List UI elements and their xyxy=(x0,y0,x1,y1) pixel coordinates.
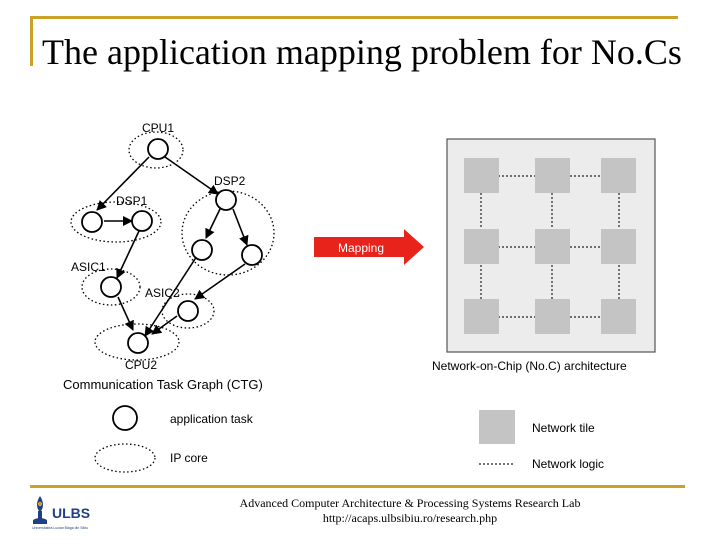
ulbs-logo: ULBS Universitatea Lucian Blaga din Sibi… xyxy=(32,496,90,530)
label-dsp1: DSP1 xyxy=(116,194,148,208)
ctg-ip-cores xyxy=(70,131,275,361)
legend-task-label: application task xyxy=(170,412,254,426)
ip-core-dsp1 xyxy=(70,201,162,243)
label-cpu1: CPU1 xyxy=(142,121,174,135)
task-asic1 xyxy=(100,276,122,298)
task-asic2 xyxy=(177,300,199,322)
label-asic2: ASIC2 xyxy=(145,286,180,300)
task-dsp1-b xyxy=(131,210,153,232)
footer-lab-name: Advanced Computer Architecture & Process… xyxy=(239,496,581,510)
noc-tile xyxy=(464,299,499,334)
label-asic1: ASIC1 xyxy=(71,260,106,274)
ip-core-cpu1 xyxy=(128,131,184,169)
edge-cpu1-dsp2 xyxy=(164,156,219,195)
noc-tile xyxy=(535,158,570,193)
mapping-arrow: Mapping xyxy=(314,229,424,265)
legend-task-symbol xyxy=(112,405,138,431)
noc-architecture: Network-on-Chip (No.C) architecture xyxy=(432,138,656,373)
label-dsp2: DSP2 xyxy=(214,174,246,188)
ip-core-cpu2 xyxy=(94,323,180,361)
legend: application task IP core Network tile Ne… xyxy=(94,405,604,473)
task-cpu2 xyxy=(127,332,149,354)
ctg-edges xyxy=(96,156,249,337)
mapping-label: Mapping xyxy=(338,241,384,255)
task-dsp2-a xyxy=(191,239,213,261)
label-cpu2: CPU2 xyxy=(125,358,157,372)
edge-dsp1b-asic1 xyxy=(116,230,140,279)
ctg-caption: Communication Task Graph (CTG) xyxy=(63,377,263,392)
noc-tile xyxy=(601,299,636,334)
footer: Advanced Computer Architecture & Process… xyxy=(150,496,670,526)
noc-tile xyxy=(601,229,636,264)
edge-dsp2-tB xyxy=(232,208,249,246)
ip-core-asic1 xyxy=(81,268,141,306)
edge-tB-asic2 xyxy=(194,263,246,300)
noc-caption: Network-on-Chip (No.C) architecture xyxy=(432,359,627,373)
noc-tiles xyxy=(464,158,636,334)
task-dsp1-a xyxy=(81,211,103,233)
noc-tile xyxy=(464,229,499,264)
ctg-tasks xyxy=(81,138,263,354)
legend-tile-label: Network tile xyxy=(532,421,595,435)
footer-url[interactable]: http://acaps.ulbsibiu.ro/research.php xyxy=(322,511,498,525)
legend-tile-symbol xyxy=(479,410,515,444)
edge-asic2-cpu2 xyxy=(151,315,178,335)
legend-ip-core-symbol xyxy=(94,443,156,473)
ulbs-logo-subtext: Universitatea Lucian Blaga din Sibiu xyxy=(32,526,88,530)
noc-tile xyxy=(601,158,636,193)
slide-title: The application mapping problem for No.C… xyxy=(42,32,682,72)
slide-frame-top xyxy=(30,16,678,19)
edge-cpu1-dsp1 xyxy=(96,156,150,211)
edge-asic1-cpu2 xyxy=(117,296,134,331)
task-dsp2 xyxy=(215,189,237,211)
legend-logic-label: Network logic xyxy=(532,457,604,471)
noc-links xyxy=(480,175,620,318)
slide-frame-left xyxy=(30,16,33,66)
edge-tA-cpu2 xyxy=(144,255,198,337)
task-dsp2-b xyxy=(241,244,263,266)
ip-core-asic2 xyxy=(161,293,215,329)
noc-tile xyxy=(464,158,499,193)
slide-frame-bottom xyxy=(30,485,685,488)
ulbs-logo-text: ULBS xyxy=(52,505,90,521)
noc-tile xyxy=(535,229,570,264)
task-cpu1 xyxy=(147,138,169,160)
edge-dsp2-tA xyxy=(205,208,221,239)
ulbs-emblem-icon xyxy=(33,496,47,524)
noc-tile xyxy=(535,299,570,334)
legend-ip-core-label: IP core xyxy=(170,451,208,465)
